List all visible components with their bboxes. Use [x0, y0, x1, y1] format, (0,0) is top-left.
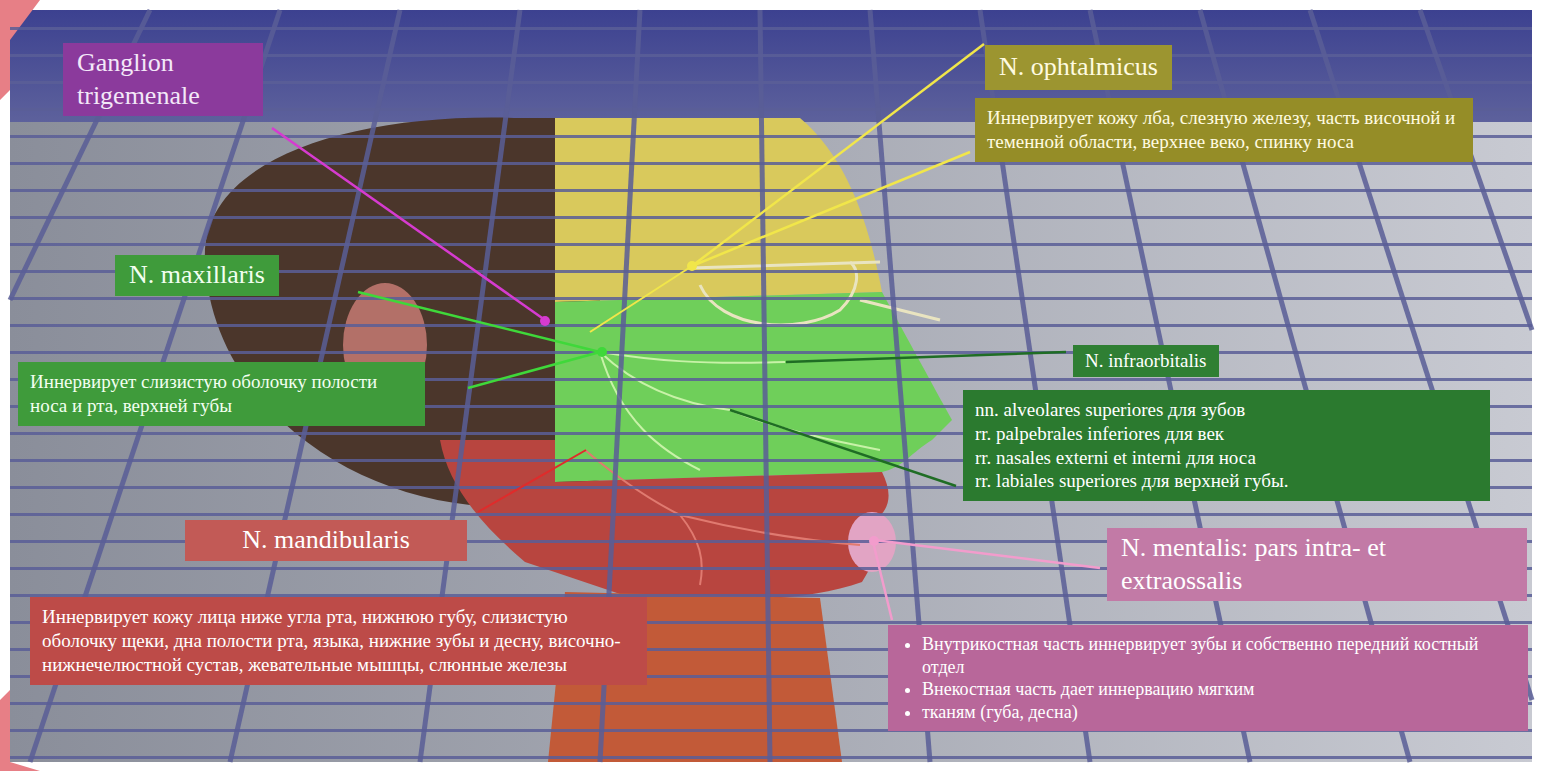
- label-text: N. maxillaris: [129, 259, 265, 292]
- bullet-text: тканям (губа, десна): [922, 701, 1516, 724]
- description-box: Иннервирует кожу лба, слезную железу, ча…: [975, 98, 1473, 162]
- description-box: Иннервирует кожу лица ниже угла рта, ниж…: [30, 597, 647, 685]
- leader-line: [730, 410, 956, 486]
- grid-line: [1420, 10, 1532, 330]
- body-text: Ganglion trigemenale: [77, 47, 249, 112]
- leader-line: [358, 292, 600, 352]
- nerve-label: N. maxillaris: [115, 255, 279, 296]
- body-text: Иннервирует кожу лица ниже угла рта, ниж…: [42, 605, 635, 676]
- bullet-text: Внекостная часть дает иннервацию мягким: [922, 678, 1516, 701]
- leader-line: [874, 546, 892, 620]
- grid-horizontal: [10, 10, 1532, 762]
- body-text: rr. palpebrales inferiores для век: [975, 422, 1478, 446]
- leader-line: [874, 540, 1100, 568]
- leader-dot: [597, 347, 607, 357]
- leader-line: [590, 266, 692, 332]
- leader-line: [478, 450, 586, 512]
- body-text: rr. labiales superiores для верхней губы…: [975, 469, 1478, 493]
- body-text: N. mandibularis: [197, 524, 455, 557]
- grid-vertical: [10, 10, 1532, 762]
- body-text: Иннервирует слизистую оболочку полости н…: [30, 370, 413, 418]
- body-text: rr. nasales externi et interni для носа: [975, 446, 1478, 470]
- description-box: Внутрикостная часть иннервирует зубы и с…: [888, 625, 1528, 731]
- leader-line: [272, 128, 545, 320]
- bullet-text: Внутрикостная часть иннервирует зубы и с…: [922, 633, 1516, 678]
- nerve-label: N. mentalis: pars intra- et extraossalis: [1107, 528, 1527, 601]
- leader-line: [786, 352, 1066, 362]
- bullet-list: Внутрикостная часть иннервирует зубы и с…: [900, 633, 1516, 723]
- leader-line: [692, 44, 984, 266]
- body-text: Иннервирует кожу лба, слезную железу, ча…: [987, 106, 1461, 154]
- description-box: Иннервирует слизистую оболочку полости н…: [18, 362, 425, 426]
- leader-line: [468, 352, 600, 388]
- grid-line: [760, 10, 770, 762]
- label-text: N. infraorbitalis: [1085, 349, 1207, 373]
- ganglion-label: Ganglion trigemenale: [63, 43, 263, 116]
- branch-list: nn. alveolares superiores для зубовrr. p…: [963, 390, 1490, 501]
- nerve-label: N. ophtalmicus: [985, 45, 1172, 90]
- photo-ground: [10, 10, 1532, 762]
- leader-dot: [540, 316, 550, 326]
- body-text: nn. alveolares superiores для зубов: [975, 398, 1478, 422]
- body-text: N. mentalis: pars intra- et extraossalis: [1121, 532, 1513, 597]
- leader-dot: [687, 261, 697, 271]
- leader-dot: [869, 536, 879, 546]
- leader-line: [692, 152, 970, 266]
- nerve-label: N. mandibularis: [185, 520, 467, 561]
- branch-label: N. infraorbitalis: [1073, 345, 1219, 377]
- label-text: N. ophtalmicus: [999, 51, 1158, 84]
